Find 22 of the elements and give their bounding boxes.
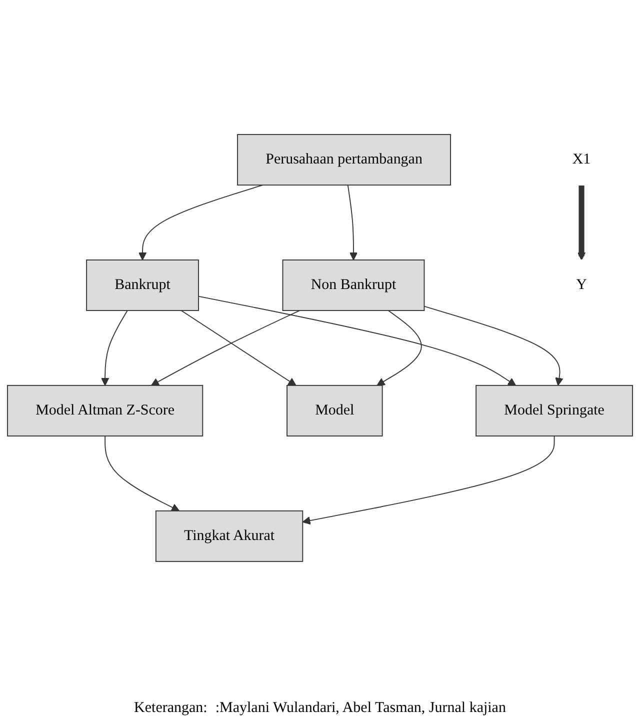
node-box: Tingkat Akurat (155, 510, 304, 562)
arrow (100, 310, 128, 386)
note-text: :Maylani Wulandari, Abel Tasman, Jurnal kajian (215, 700, 506, 717)
node-box: Non Bankrupt (282, 260, 425, 312)
arrow (302, 436, 555, 525)
node-box: Model Springate (476, 384, 633, 436)
arrow (104, 436, 180, 512)
note-text: Keterangan: (134, 700, 208, 717)
node-box: Perusahaan pertambangan (237, 134, 451, 186)
arrow (198, 296, 516, 386)
arrow (138, 184, 264, 260)
arrow (180, 310, 296, 386)
node-box: Bankrupt (86, 260, 199, 312)
arrow (577, 185, 586, 260)
node-box: Model (286, 384, 383, 436)
arrow (376, 310, 422, 386)
arrow (424, 306, 564, 386)
node-box: Model Altman Z-Score (7, 384, 204, 436)
node-text: X1 (572, 151, 591, 168)
arrow (150, 310, 300, 386)
arrow (347, 184, 358, 260)
node-text: Y (576, 276, 587, 293)
